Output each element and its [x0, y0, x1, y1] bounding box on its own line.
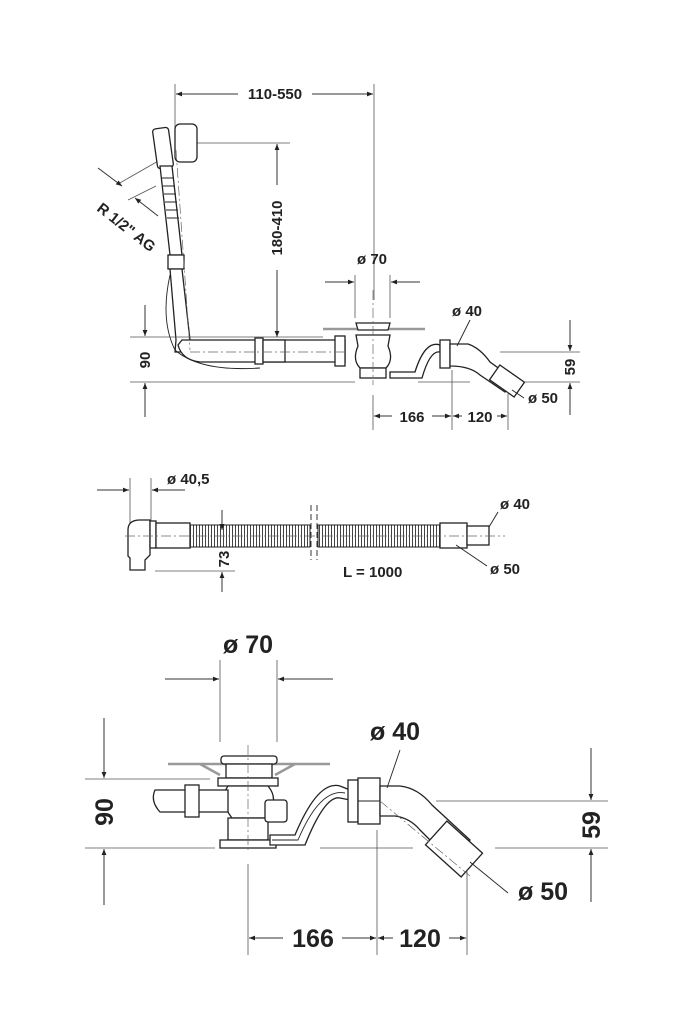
hose-end-sleeve — [155, 522, 191, 549]
trap-bend-line — [272, 792, 346, 841]
pipe-coupling — [167, 254, 185, 270]
center-line — [379, 800, 471, 877]
elbow-ring — [149, 520, 157, 549]
drawing-1-side-view: 110-550 180-410 R 1/2" AG ø 7 — [94, 84, 580, 430]
dim-label-pipe-50: ø 50 — [528, 390, 558, 407]
dim-label-pipe-50: ø 50 — [518, 878, 568, 906]
extension-line — [127, 185, 157, 201]
outlet-socket — [488, 364, 526, 398]
pipe-coupling — [254, 337, 264, 365]
pipe-clip — [184, 784, 200, 818]
dim-label-end-40: ø 40 — [500, 496, 530, 513]
dim-label-end-50: ø 50 — [490, 561, 520, 578]
hose-end-pipe — [466, 525, 490, 546]
dim-label-73: 73 — [216, 551, 233, 568]
extension-line — [117, 159, 161, 185]
tub-floor-slope — [199, 762, 296, 777]
drain-flange — [225, 763, 273, 779]
pipe-sleeve — [262, 339, 286, 363]
dim-label-drain-70: ø 70 — [223, 631, 273, 659]
thread-marks — [162, 177, 179, 219]
dim-label-elbow-40-5: ø 40,5 — [167, 471, 210, 488]
dim-label-180-410: 180-410 — [269, 200, 286, 255]
trap-bend — [389, 343, 441, 379]
dimension-line — [97, 167, 123, 187]
outlet-socket — [424, 820, 484, 878]
dim-label-outlet-40: ø 40 — [452, 303, 482, 320]
drawing-3-detail-view: ø 70 ø 40 ø 50 — [85, 631, 608, 955]
bowden-cable — [165, 274, 261, 370]
dim-label-110-550: 110-550 — [248, 86, 302, 103]
dim-label-166: 166 — [399, 409, 424, 426]
dim-label-drain-70: ø 70 — [357, 251, 387, 268]
threaded-pipe — [159, 165, 183, 256]
dim-label-120: 120 — [467, 409, 492, 426]
leader-line — [386, 749, 401, 789]
leader-line — [455, 544, 488, 567]
dim-label-height-59: 59 — [578, 811, 606, 839]
dim-label-height-90: 90 — [137, 352, 154, 369]
outlet-nut-ring — [347, 779, 359, 823]
leader-line — [511, 389, 525, 399]
drain-side-port — [264, 799, 288, 823]
center-line — [175, 149, 191, 351]
dim-label-166: 166 — [292, 925, 334, 953]
drawing-2-flex-hose: ø 40,5 73 L = 1000 ø 40 ø 50 — [97, 471, 530, 592]
elbow-fitting — [127, 519, 151, 571]
pipe-coupling — [334, 335, 346, 367]
hose-length-label: L = 1000 — [343, 564, 402, 581]
leader-line — [456, 319, 471, 347]
dim-label-height-59: 59 — [562, 359, 579, 376]
overflow-head — [174, 123, 198, 163]
dim-label-outlet-40: ø 40 — [370, 718, 420, 746]
dim-label-height-90: 90 — [91, 798, 119, 826]
drain-cap — [220, 755, 278, 765]
hose-end-sleeve — [439, 522, 468, 549]
leader-line — [469, 861, 509, 894]
dim-label-120: 120 — [399, 925, 441, 953]
leader-line — [488, 511, 499, 528]
outlet-nut — [439, 339, 451, 369]
dimension-line — [134, 197, 159, 217]
